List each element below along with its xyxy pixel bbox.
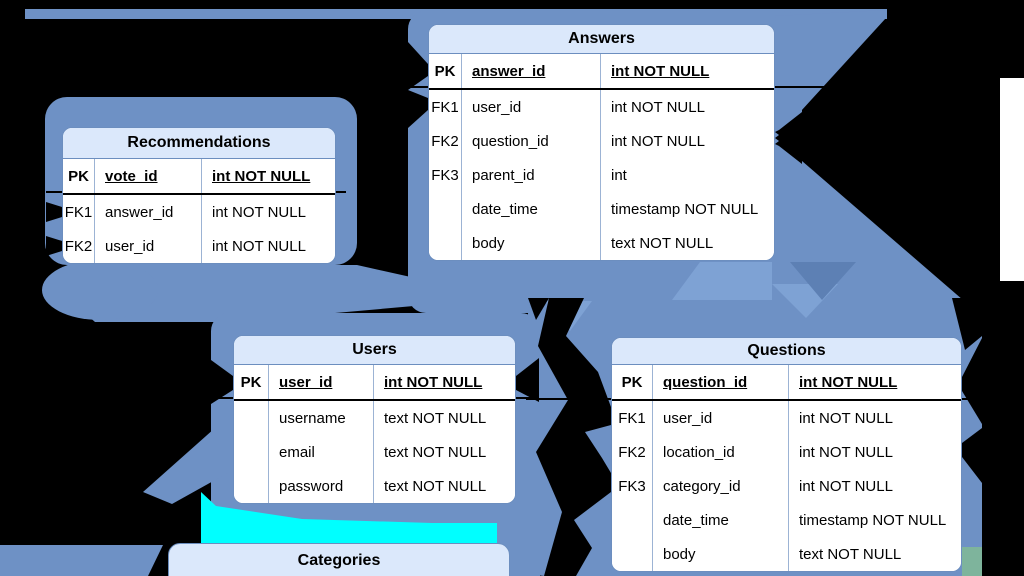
row-name: parent_id (461, 158, 600, 192)
table-users[interactable]: Users PK user_id int NOT NULL username t… (233, 335, 516, 504)
table-row: FK2 location_id int NOT NULL (612, 435, 961, 469)
teal-accent (962, 547, 982, 576)
cyan-highlight-shape (201, 492, 497, 543)
row-name: user_id (268, 365, 373, 399)
row-name: user_id (461, 90, 600, 124)
table-row: username text NOT NULL (234, 401, 515, 435)
row-key: FK1 (431, 98, 459, 116)
table-title: Categories (297, 552, 381, 569)
row-name: body (652, 537, 788, 571)
table-recommendations[interactable]: Recommendations PK vote_id int NOT NULL … (62, 127, 336, 264)
table-title: Users (234, 336, 515, 365)
row-type: timestamp NOT NULL (788, 503, 961, 537)
table-row: body text NOT NULL (612, 537, 961, 571)
row-name: date_time (461, 192, 600, 226)
row-name: user_id (652, 401, 788, 435)
row-key (234, 401, 268, 435)
row-name: question_id (652, 365, 788, 399)
table-row: FK3 category_id int NOT NULL (612, 469, 961, 503)
row-type: text NOT NULL (373, 435, 515, 469)
row-type: int NOT NULL (788, 469, 961, 503)
row-name: password (268, 469, 373, 503)
row-type: int NOT NULL (373, 365, 515, 399)
table-row: FK1 user_id int NOT NULL (612, 401, 961, 435)
table-row: FK1 user_id int NOT NULL (429, 90, 774, 124)
row-type: int (600, 158, 774, 192)
table-title: Recommendations (63, 128, 335, 159)
table-row: password text NOT NULL (234, 469, 515, 503)
row-key (612, 503, 652, 537)
table-row: body text NOT NULL (429, 226, 774, 260)
row-name: body (461, 226, 600, 260)
row-key: FK1 (64, 203, 93, 221)
table-questions[interactable]: Questions PK question_id int NOT NULL FK… (611, 337, 962, 572)
row-name: answer_id (94, 195, 201, 229)
row-type: text NOT NULL (373, 401, 515, 435)
row-name: vote_id (94, 159, 201, 193)
table-title: Questions (612, 338, 961, 365)
row-name: date_time (652, 503, 788, 537)
row-key: FK3 (618, 477, 646, 495)
right-margin-strip (1000, 78, 1024, 281)
connector-shade-patches (545, 262, 856, 331)
table-row: FK1 answer_id int NOT NULL (63, 195, 335, 229)
row-key: PK (240, 373, 262, 391)
row-type: int NOT NULL (600, 124, 774, 158)
row-name: user_id (94, 229, 201, 263)
table-title: Answers (429, 25, 774, 54)
row-key: PK (434, 62, 456, 80)
row-key: FK1 (618, 409, 646, 427)
row-key: PK (68, 167, 89, 185)
table-row: PK vote_id int NOT NULL (63, 159, 335, 195)
row-key: FK2 (64, 237, 93, 255)
table-row: date_time timestamp NOT NULL (429, 192, 774, 226)
row-type: int NOT NULL (201, 159, 335, 193)
row-type: int NOT NULL (788, 401, 961, 435)
row-key: FK2 (431, 132, 459, 150)
crow-foot-connector-group (46, 42, 982, 576)
row-type: timestamp NOT NULL (600, 192, 774, 226)
row-type: int NOT NULL (600, 90, 774, 124)
row-key: PK (621, 373, 643, 391)
row-key (234, 435, 268, 469)
row-name: answer_id (461, 54, 600, 88)
table-row: FK2 question_id int NOT NULL (429, 124, 774, 158)
table-row: FK2 user_id int NOT NULL (63, 229, 335, 263)
table-row: PK answer_id int NOT NULL (429, 54, 774, 90)
row-type: int NOT NULL (788, 365, 961, 399)
table-categories[interactable]: Categories (168, 543, 510, 576)
row-name: category_id (652, 469, 788, 503)
table-row: FK3 parent_id int (429, 158, 774, 192)
row-key (429, 192, 461, 226)
table-row: date_time timestamp NOT NULL (612, 503, 961, 537)
row-type: text NOT NULL (600, 226, 774, 260)
row-name: question_id (461, 124, 600, 158)
table-row: email text NOT NULL (234, 435, 515, 469)
table-row: PK question_id int NOT NULL (612, 365, 961, 401)
row-key: FK2 (618, 443, 646, 461)
table-answers[interactable]: Answers PK answer_id int NOT NULL FK1 us… (428, 24, 775, 261)
row-type: int NOT NULL (201, 195, 335, 229)
table-row: PK user_id int NOT NULL (234, 365, 515, 401)
row-name: email (268, 435, 373, 469)
row-type: int NOT NULL (788, 435, 961, 469)
row-key (234, 469, 268, 503)
row-name: location_id (652, 435, 788, 469)
row-key: FK3 (431, 166, 459, 184)
row-type: text NOT NULL (788, 537, 961, 571)
row-type: int NOT NULL (201, 229, 335, 263)
row-type: int NOT NULL (600, 54, 774, 88)
row-name: username (268, 401, 373, 435)
row-key (612, 537, 652, 571)
row-type: text NOT NULL (373, 469, 515, 503)
row-key (429, 226, 461, 260)
